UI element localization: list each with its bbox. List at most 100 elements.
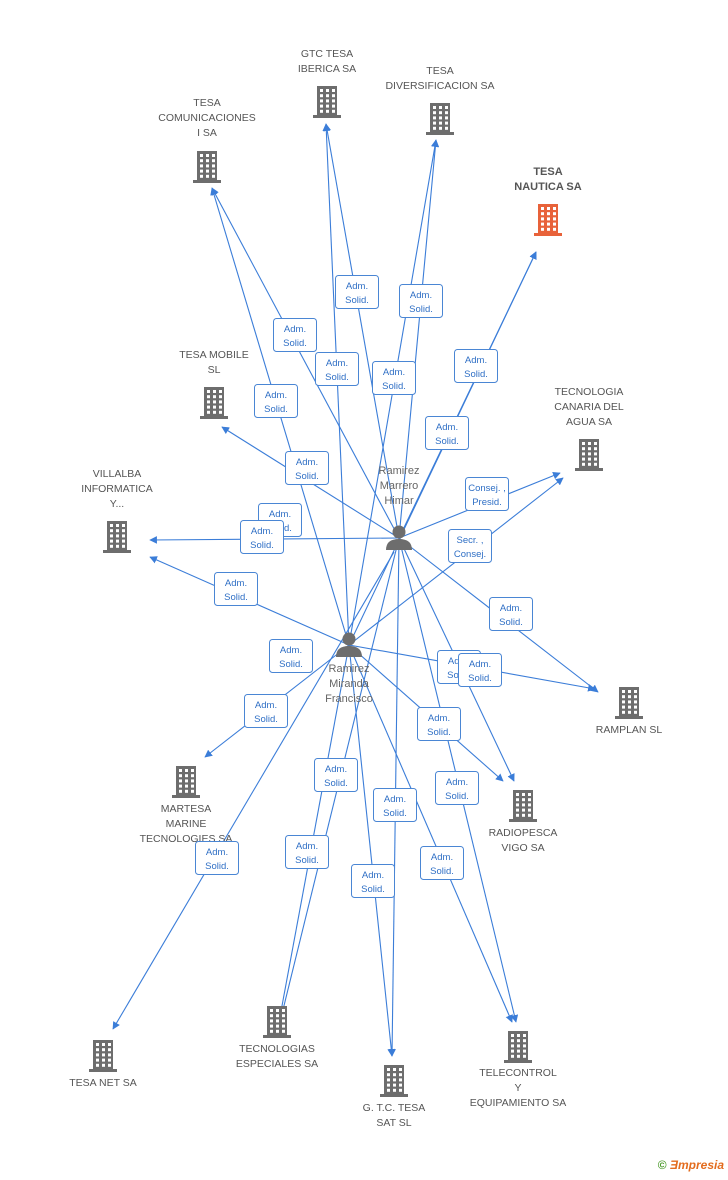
relation-label-text: Adm. xyxy=(206,847,228,858)
relation-label: Adm.Solid. xyxy=(314,758,358,792)
relation-label-text: Consej. , xyxy=(468,483,506,494)
relation-label-text: Adm. xyxy=(269,509,291,520)
relation-label: Adm.Solid. xyxy=(254,384,298,418)
company-label-line: Y... xyxy=(110,498,124,510)
building-icon xyxy=(509,790,537,822)
building-icon xyxy=(504,1031,532,1063)
person-label-line: Miranda xyxy=(329,678,370,690)
relation-label: Adm.Solid. xyxy=(458,653,502,687)
company-label-line: MARTESA xyxy=(161,803,212,815)
relation-label-text: Solid. xyxy=(464,369,488,380)
relation-label: Adm.Solid. xyxy=(285,451,329,485)
relation-label-text: Solid. xyxy=(445,791,469,802)
company-node-ramplan[interactable]: RAMPLAN SL xyxy=(596,687,663,736)
relation-label: Adm. Solid. xyxy=(399,284,443,318)
relation-label-text: Adm. xyxy=(384,794,406,805)
relation-label-text: Adm. xyxy=(436,422,458,433)
relation-label-text: Solid. xyxy=(254,714,278,725)
relation-label-text: Solid. xyxy=(383,808,407,819)
relation-label: Adm.Solid. xyxy=(315,352,359,386)
person-label-line: Ramirez xyxy=(329,663,370,675)
relation-label-text: Solid. xyxy=(345,295,369,306)
relation-label: Adm.Solid. xyxy=(195,841,239,875)
company-label-line: AGUA SA xyxy=(566,416,612,428)
relation-label: Adm.Solid. xyxy=(285,835,329,869)
company-node-villalba[interactable]: VILLALBAINFORMATICAY... xyxy=(81,468,153,553)
relation-label-text: Adm. xyxy=(410,290,432,301)
relation-label: Adm. Solid. xyxy=(269,639,313,673)
company-node-tesanet[interactable]: TESA NET SA xyxy=(69,1040,137,1089)
company-node-canaria[interactable]: TECNOLOGIA CANARIA DEL AGUA SA xyxy=(554,386,624,471)
building-icon xyxy=(200,387,228,419)
relation-label: Adm. Solid. xyxy=(435,771,479,805)
relation-label-text: Adm. xyxy=(296,841,318,852)
building-icon xyxy=(380,1065,408,1097)
relation-label-text: Adm. xyxy=(255,700,277,711)
relation-label-text: Solid. xyxy=(361,884,385,895)
copyright-footer: © Ǝmpresia xyxy=(658,1158,724,1172)
relation-label: Secr. ,Consej. xyxy=(448,529,492,563)
relation-label: Adm. Solid. xyxy=(425,416,469,450)
building-icon xyxy=(426,103,454,135)
building-icon xyxy=(172,766,200,798)
relation-label-text: Adm. xyxy=(346,281,368,292)
relation-label: Adm.Solid. xyxy=(273,318,317,352)
building-icon xyxy=(575,439,603,471)
company-label-line: NAUTICA SA xyxy=(514,181,581,193)
relation-label: Adm.Solid. xyxy=(489,597,533,631)
company-label-line: TECNOLOGIA xyxy=(555,386,624,398)
company-label-line: CANARIA DEL xyxy=(554,401,624,413)
relation-label-text: Adm. xyxy=(326,358,348,369)
company-node-nautica[interactable]: TESA NAUTICA SA xyxy=(514,166,582,236)
company-label-line: G. T.C. TESA xyxy=(363,1102,426,1114)
company-label-line: INFORMATICA xyxy=(81,483,153,495)
relation-label-text: Consej. xyxy=(454,549,486,560)
relation-label-text: Solid. xyxy=(224,592,248,603)
company-label-line: TESA xyxy=(533,166,562,178)
relation-label-text: Adm. xyxy=(446,777,468,788)
person-label-line: Himar xyxy=(384,495,414,507)
relation-label-text: Adm. xyxy=(225,578,247,589)
relation-edge xyxy=(112,551,395,1030)
relation-label-text: Solid. xyxy=(435,436,459,447)
copyright-icon: © xyxy=(657,1158,667,1172)
company-label-line: TESA NET SA xyxy=(69,1077,137,1089)
relation-label-text: Adm. xyxy=(428,713,450,724)
relation-label: Adm. Solid. xyxy=(244,694,288,728)
relation-label-text: Solid. xyxy=(427,727,451,738)
person-icon xyxy=(336,632,362,657)
person-label-line: Ramirez xyxy=(379,465,420,477)
building-icon xyxy=(263,1006,291,1038)
relation-label: Adm.Solid. xyxy=(240,520,284,554)
company-label-line: I SA xyxy=(197,127,217,139)
relation-label-text: Solid. xyxy=(279,659,303,670)
company-label-line: RADIOPESCA xyxy=(489,827,558,839)
relation-label-text: Adm. xyxy=(465,355,487,366)
relation-label: Adm.Solid. xyxy=(420,846,464,880)
company-label-line: RAMPLAN SL xyxy=(596,724,663,736)
relation-label: Adm. Solid. xyxy=(417,707,461,741)
company-label-line: SAT SL xyxy=(376,1117,411,1129)
relation-label: Adm. Solid. xyxy=(214,572,258,606)
company-label-line: TESA xyxy=(193,97,220,109)
relation-label: Consej. ,Presid. xyxy=(465,477,509,511)
company-node-gtc-sat[interactable]: G. T.C. TESA SAT SL xyxy=(363,1065,426,1129)
relation-label-text: Solid. xyxy=(430,866,454,877)
relation-label-text: Solid. xyxy=(409,304,433,315)
relation-label-text: Adm. xyxy=(280,645,302,656)
relation-edge xyxy=(276,644,350,1023)
company-label-line: TELECONTROL xyxy=(479,1067,557,1079)
